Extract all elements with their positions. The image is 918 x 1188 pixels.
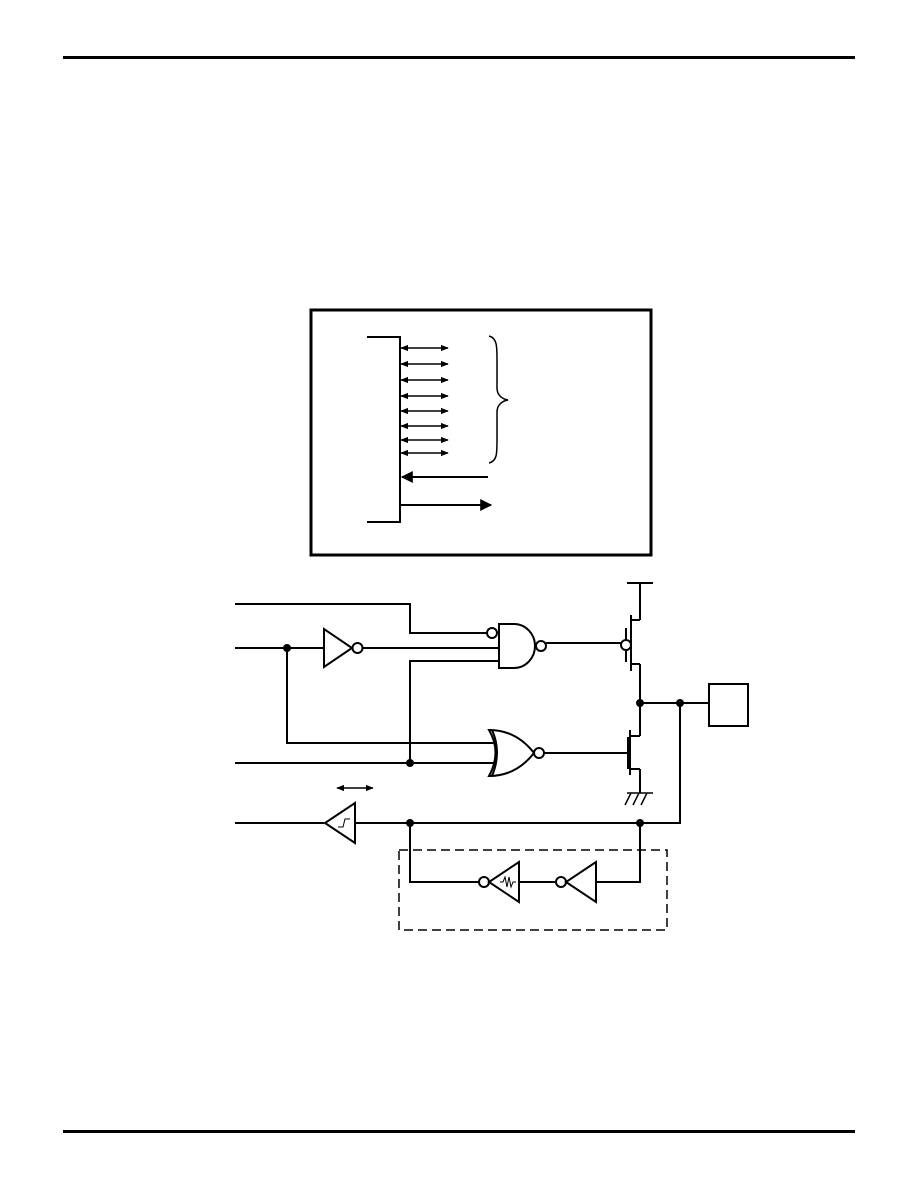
pad-box xyxy=(709,684,748,726)
brace-icon xyxy=(489,336,508,463)
nand-input-bubble xyxy=(487,628,497,638)
port-block-figure xyxy=(311,310,651,555)
wire-top-input xyxy=(235,603,487,634)
resistor-icon xyxy=(500,877,516,887)
wire-nand-third xyxy=(409,660,499,763)
header-rule xyxy=(63,56,855,59)
weak-inverter xyxy=(479,862,519,902)
schmitt-buffer xyxy=(325,803,355,843)
wire-pad-feedback xyxy=(355,703,681,824)
nand-gate xyxy=(487,624,546,668)
footer-rule xyxy=(63,1130,855,1133)
latch-box-dashed xyxy=(399,850,667,930)
nmos-transistor xyxy=(628,703,640,793)
bidirectional-lines xyxy=(400,344,449,457)
schmitt-symbol-icon xyxy=(338,819,350,827)
inverter-gate xyxy=(324,629,363,667)
pmos-transistor xyxy=(621,583,653,703)
io-circuit-figure xyxy=(235,583,748,930)
wire-latch-right xyxy=(596,823,641,883)
junction-dot-2 xyxy=(407,760,413,766)
latch-inverter xyxy=(556,862,596,902)
wire-latch-left xyxy=(409,823,479,883)
wire-branch-down xyxy=(286,648,494,744)
port-block-frame xyxy=(311,310,651,555)
junction-dot-3 xyxy=(637,700,643,706)
port-bus-bar xyxy=(367,336,401,523)
ground-icon xyxy=(625,793,653,805)
nor-gate xyxy=(489,730,544,776)
junction-dot-1 xyxy=(284,645,290,651)
